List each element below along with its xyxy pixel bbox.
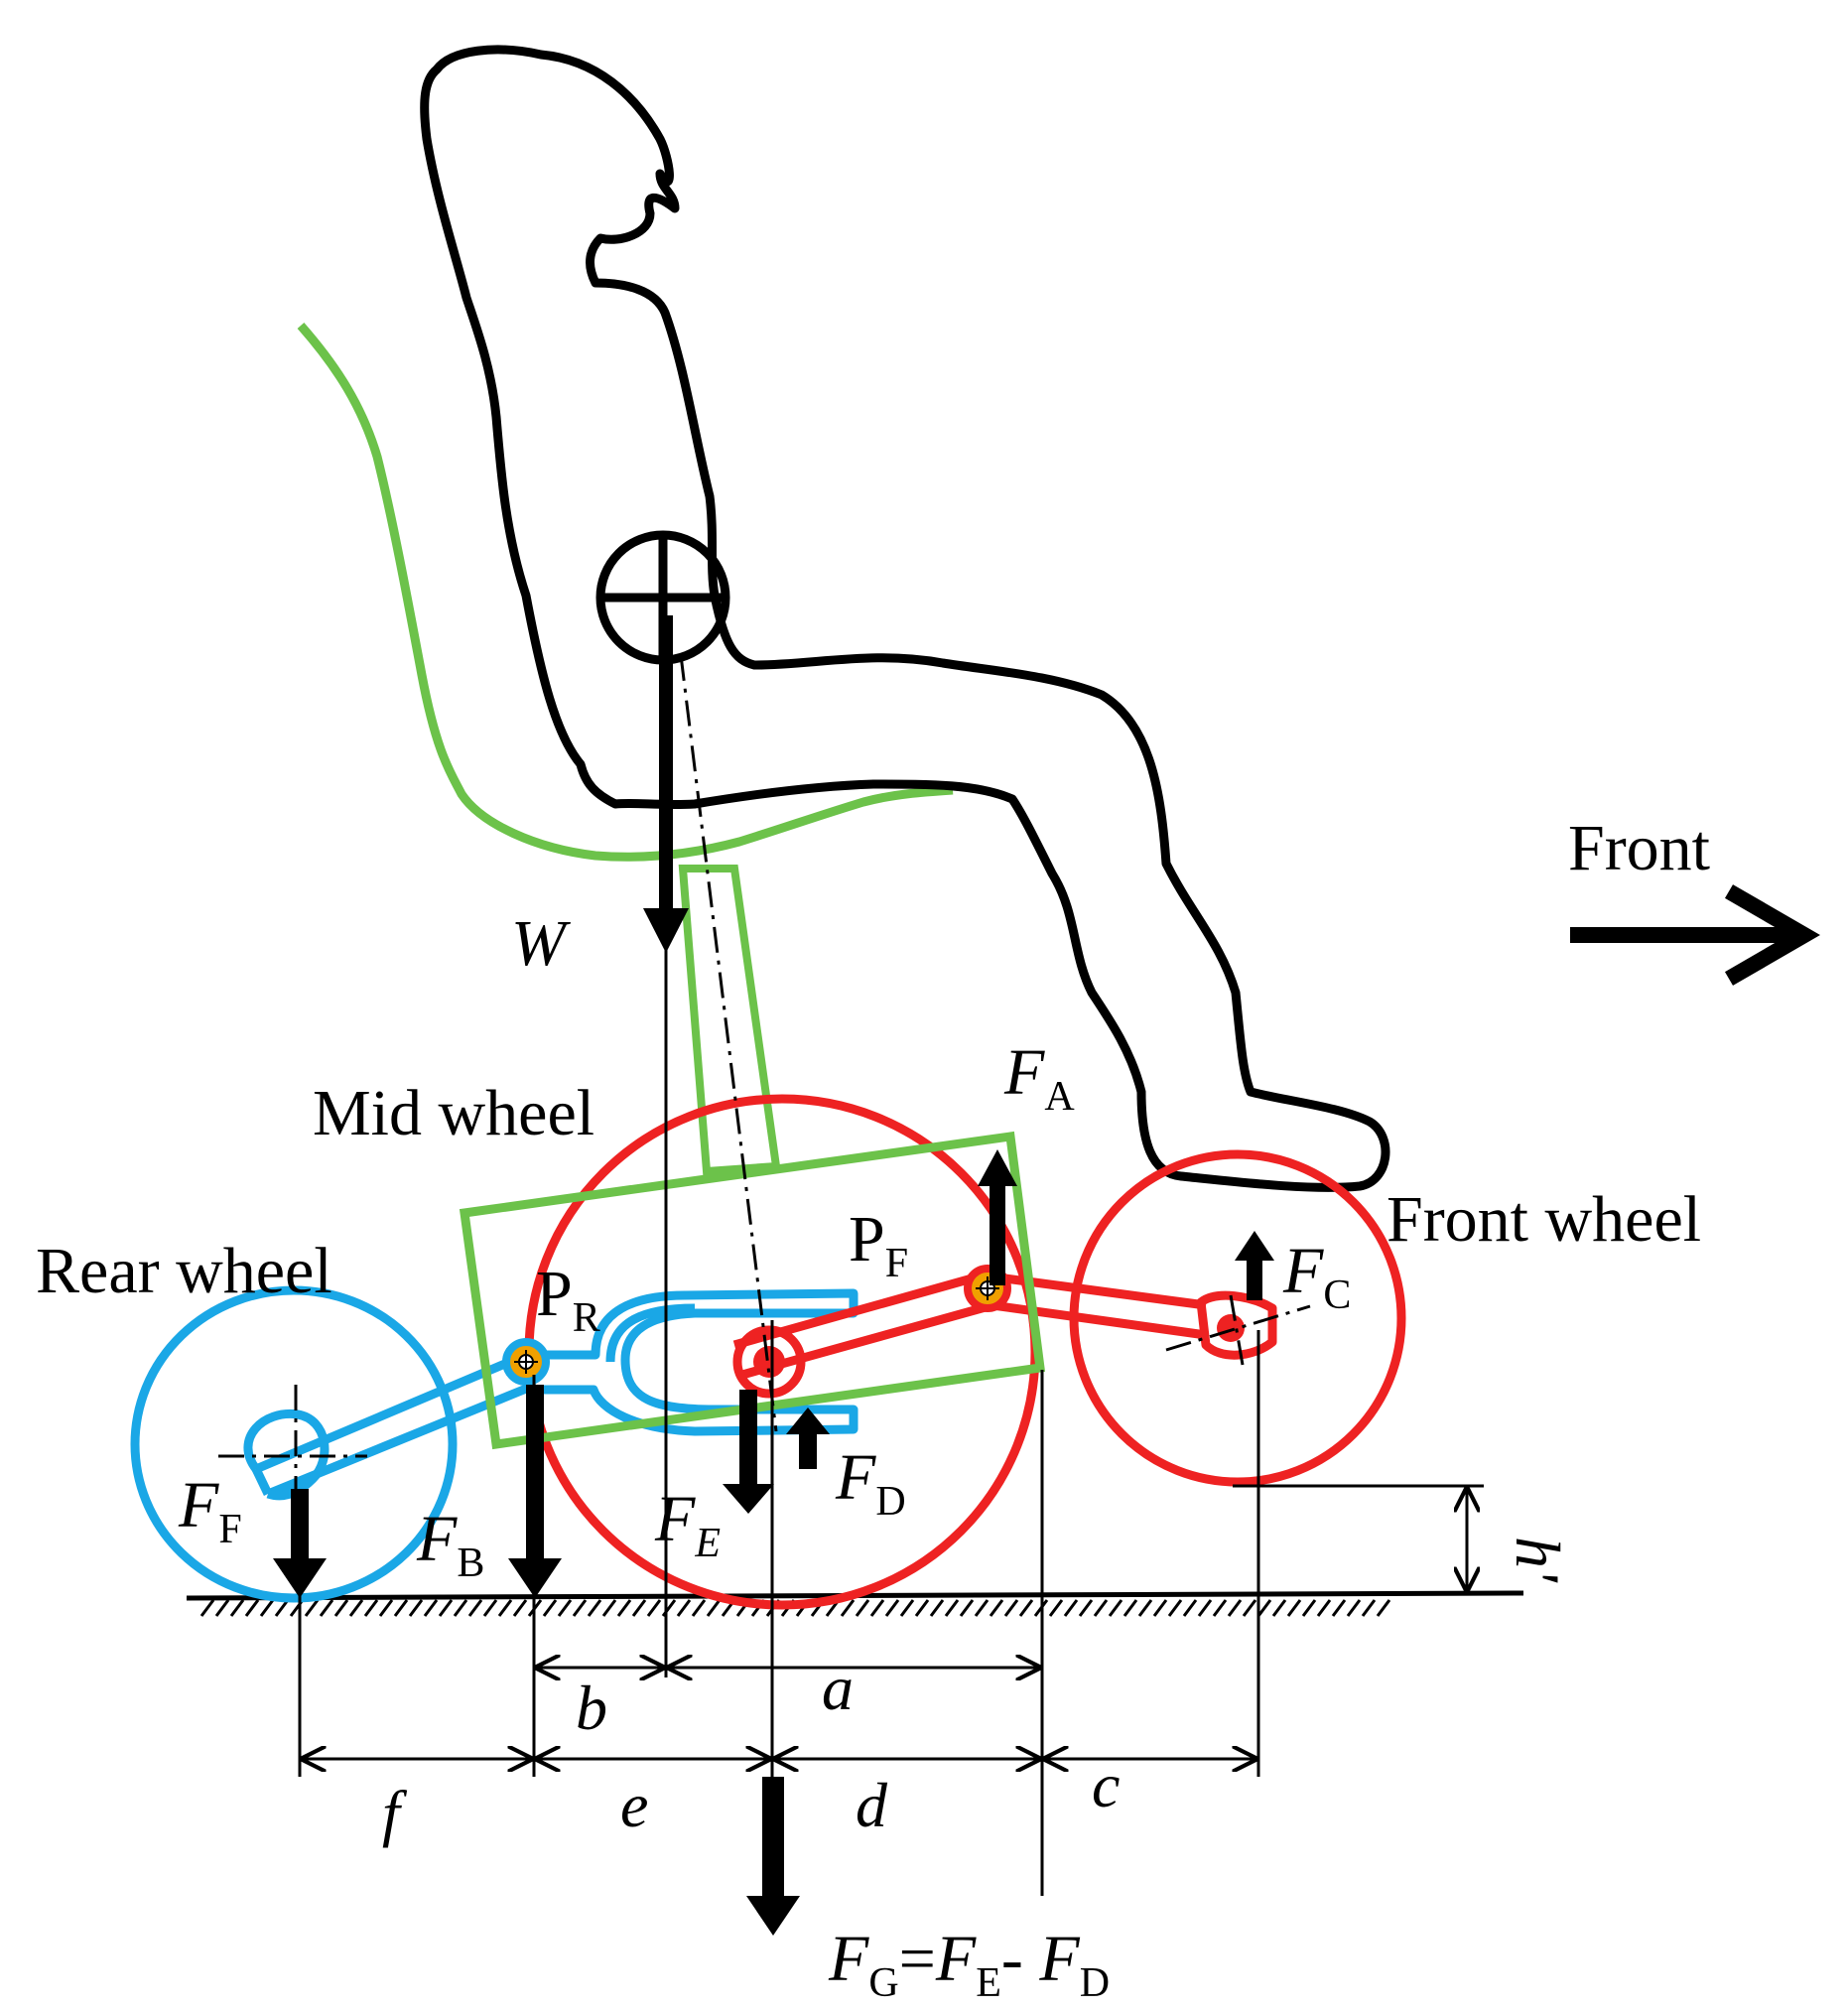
dim-label-d: d bbox=[856, 1770, 888, 1840]
force-fb-arrow-shaft bbox=[526, 1385, 544, 1563]
label-force-fc: FC bbox=[1282, 1235, 1351, 1318]
chassis-frame bbox=[459, 1131, 1046, 1450]
dim-label-c: c bbox=[1092, 1750, 1120, 1820]
mid-axle bbox=[753, 1346, 785, 1378]
force-ff-arrow-shaft bbox=[291, 1489, 309, 1563]
dim-label-f: f bbox=[382, 1778, 408, 1848]
force-arrows bbox=[273, 615, 1274, 1936]
front-axle bbox=[1217, 1314, 1245, 1342]
label-force-fa: FA bbox=[1003, 1036, 1075, 1120]
dim-label-e: e bbox=[620, 1770, 648, 1840]
force-fa-arrow-shaft bbox=[990, 1181, 1005, 1285]
mid-wheel-circle bbox=[524, 1094, 1040, 1610]
label-force-ff: FF bbox=[178, 1469, 242, 1552]
dim-label-h: h' bbox=[1503, 1537, 1573, 1583]
front-direction-arrow bbox=[1570, 884, 1820, 986]
person-outline bbox=[420, 45, 1390, 1192]
label-pivot-pr: PR bbox=[536, 1258, 600, 1341]
label-front: Front bbox=[1568, 812, 1710, 884]
dimension-arrows bbox=[302, 1488, 1467, 1759]
center-lines bbox=[218, 654, 1311, 1499]
force-fb-arrow-head bbox=[508, 1558, 562, 1598]
label-force-w: W bbox=[511, 907, 571, 980]
force-fd-arrow-shaft bbox=[799, 1429, 817, 1469]
force-fa-arrow-head bbox=[978, 1149, 1017, 1186]
label-fg-equation: FG=FE- FD bbox=[828, 1923, 1110, 2006]
force-ff-arrow-head bbox=[273, 1558, 327, 1598]
rear-wheel-circle bbox=[130, 1285, 458, 1603]
label-mid-wheel: Mid wheel bbox=[313, 1077, 594, 1149]
force-fg-arrow-head bbox=[746, 1896, 800, 1936]
dim-label-b: b bbox=[576, 1673, 607, 1743]
dim-label-a: a bbox=[822, 1653, 854, 1723]
force-fe-arrow-head bbox=[723, 1484, 774, 1514]
force-fe-arrow-shaft bbox=[739, 1390, 757, 1489]
force-fc-arrow-shaft bbox=[1247, 1256, 1262, 1300]
seat-post bbox=[678, 865, 781, 1176]
force-fc-arrow-head bbox=[1235, 1231, 1274, 1261]
force-fd-arrow-head bbox=[786, 1408, 830, 1434]
force-w-arrow-head bbox=[643, 908, 689, 953]
pivot-rear bbox=[502, 1338, 550, 1386]
label-force-fd: FD bbox=[835, 1441, 906, 1525]
force-w-arrow-shaft bbox=[659, 615, 673, 913]
seat-back bbox=[297, 323, 954, 862]
force-fg-arrow-shaft bbox=[762, 1777, 784, 1901]
label-rear-wheel: Rear wheel bbox=[36, 1235, 332, 1307]
label-force-fe: FE bbox=[654, 1483, 721, 1566]
label-pivot-pf: PF bbox=[849, 1203, 908, 1286]
label-front-wheel: Front wheel bbox=[1386, 1183, 1701, 1256]
label-force-fb: FB bbox=[416, 1503, 484, 1586]
